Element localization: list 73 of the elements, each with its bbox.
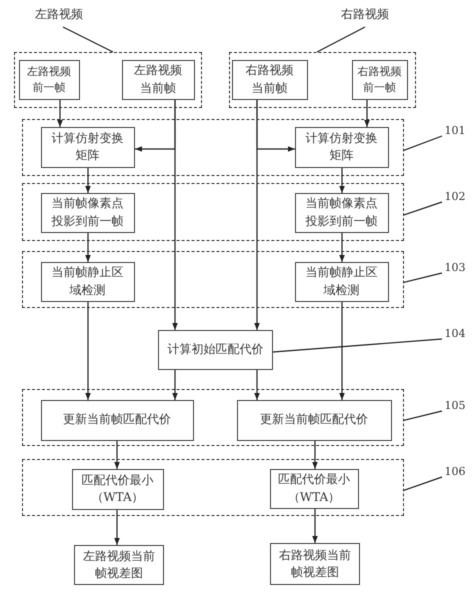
dashed-group-frame — [22, 183, 404, 241]
box-label: 计算初始匹配代价 — [168, 341, 264, 358]
process-box — [40, 400, 194, 440]
leader-line — [404, 410, 442, 421]
leader-line — [404, 476, 442, 491]
step-number: 102 — [440, 188, 470, 204]
box-label: 计算仿射变换矩阵 — [306, 130, 378, 164]
process-box — [236, 400, 392, 440]
dashed-group-frame — [22, 459, 404, 516]
arrow — [85, 168, 91, 193]
arrow — [172, 100, 178, 330]
box-label: 右路视频当前帧 — [246, 62, 294, 96]
dashed-group-frame — [22, 251, 404, 308]
arrow — [339, 302, 345, 400]
box-label: 左路视频当前帧 — [134, 62, 182, 96]
box-label: 计算仿射变换矩阵 — [52, 130, 124, 164]
arrow — [114, 510, 120, 545]
process-box — [40, 126, 134, 168]
process-box — [18, 60, 80, 100]
arrow — [85, 302, 91, 400]
process-box — [158, 330, 273, 370]
leader-line — [62, 26, 114, 53]
stream-label: 右路视频 — [332, 4, 398, 24]
process-box — [72, 468, 164, 510]
leader-line — [316, 26, 366, 53]
process-box — [40, 192, 134, 232]
arrow — [85, 233, 91, 262]
arrow — [172, 370, 178, 400]
process-box — [232, 60, 308, 100]
dashed-group-frame — [22, 119, 404, 176]
leader-line — [404, 135, 442, 151]
process-box — [270, 468, 358, 508]
box-label: 匹配代价最小（WTA） — [82, 472, 154, 506]
dashed-group-frame — [229, 52, 416, 108]
box-label: 右路视频当前帧视差图 — [279, 546, 351, 581]
process-box — [40, 262, 134, 302]
box-label: 匹配代价最小（WTA） — [278, 471, 350, 506]
step-number: 105 — [440, 397, 470, 413]
box-label: 当前帧像素点投影到前一帧 — [52, 195, 124, 230]
arrow — [312, 509, 318, 543]
box-label: 更新当前帧匹配代价 — [63, 411, 171, 428]
box-label: 当前帧静止区域检测 — [306, 264, 378, 298]
arrow — [254, 370, 260, 400]
dashed-group-frame — [22, 389, 404, 446]
step-number: 103 — [440, 259, 470, 275]
leader-line — [404, 272, 442, 283]
stream-label: 左路视频 — [26, 4, 92, 24]
process-box — [74, 545, 164, 585]
dashed-group-frame — [14, 52, 202, 108]
arrow — [312, 441, 318, 469]
box-label: 右路视频前一帧 — [358, 64, 402, 96]
step-number: 104 — [440, 325, 470, 341]
process-box — [352, 60, 408, 100]
process-box — [294, 192, 388, 232]
process-box — [122, 60, 194, 100]
process-box — [294, 262, 388, 302]
box-label: 当前帧像素点投影到前一帧 — [306, 195, 378, 230]
leader-line — [272, 338, 442, 353]
process-box — [294, 126, 388, 168]
arrow — [57, 100, 63, 127]
box-label: 左路视频前一帧 — [27, 64, 71, 96]
step-number: 106 — [440, 463, 470, 479]
box-label: 左路视频当前帧视差图 — [83, 548, 155, 582]
step-number: 101 — [440, 122, 470, 138]
box-label: 更新当前帧匹配代价 — [260, 411, 368, 428]
arrow — [364, 100, 370, 127]
box-label: 当前帧静止区域检测 — [52, 264, 124, 298]
process-box — [270, 543, 360, 585]
arrow — [114, 441, 120, 469]
leader-line — [404, 201, 442, 216]
arrow — [339, 233, 345, 262]
arrow — [339, 168, 345, 193]
arrow — [254, 100, 260, 330]
